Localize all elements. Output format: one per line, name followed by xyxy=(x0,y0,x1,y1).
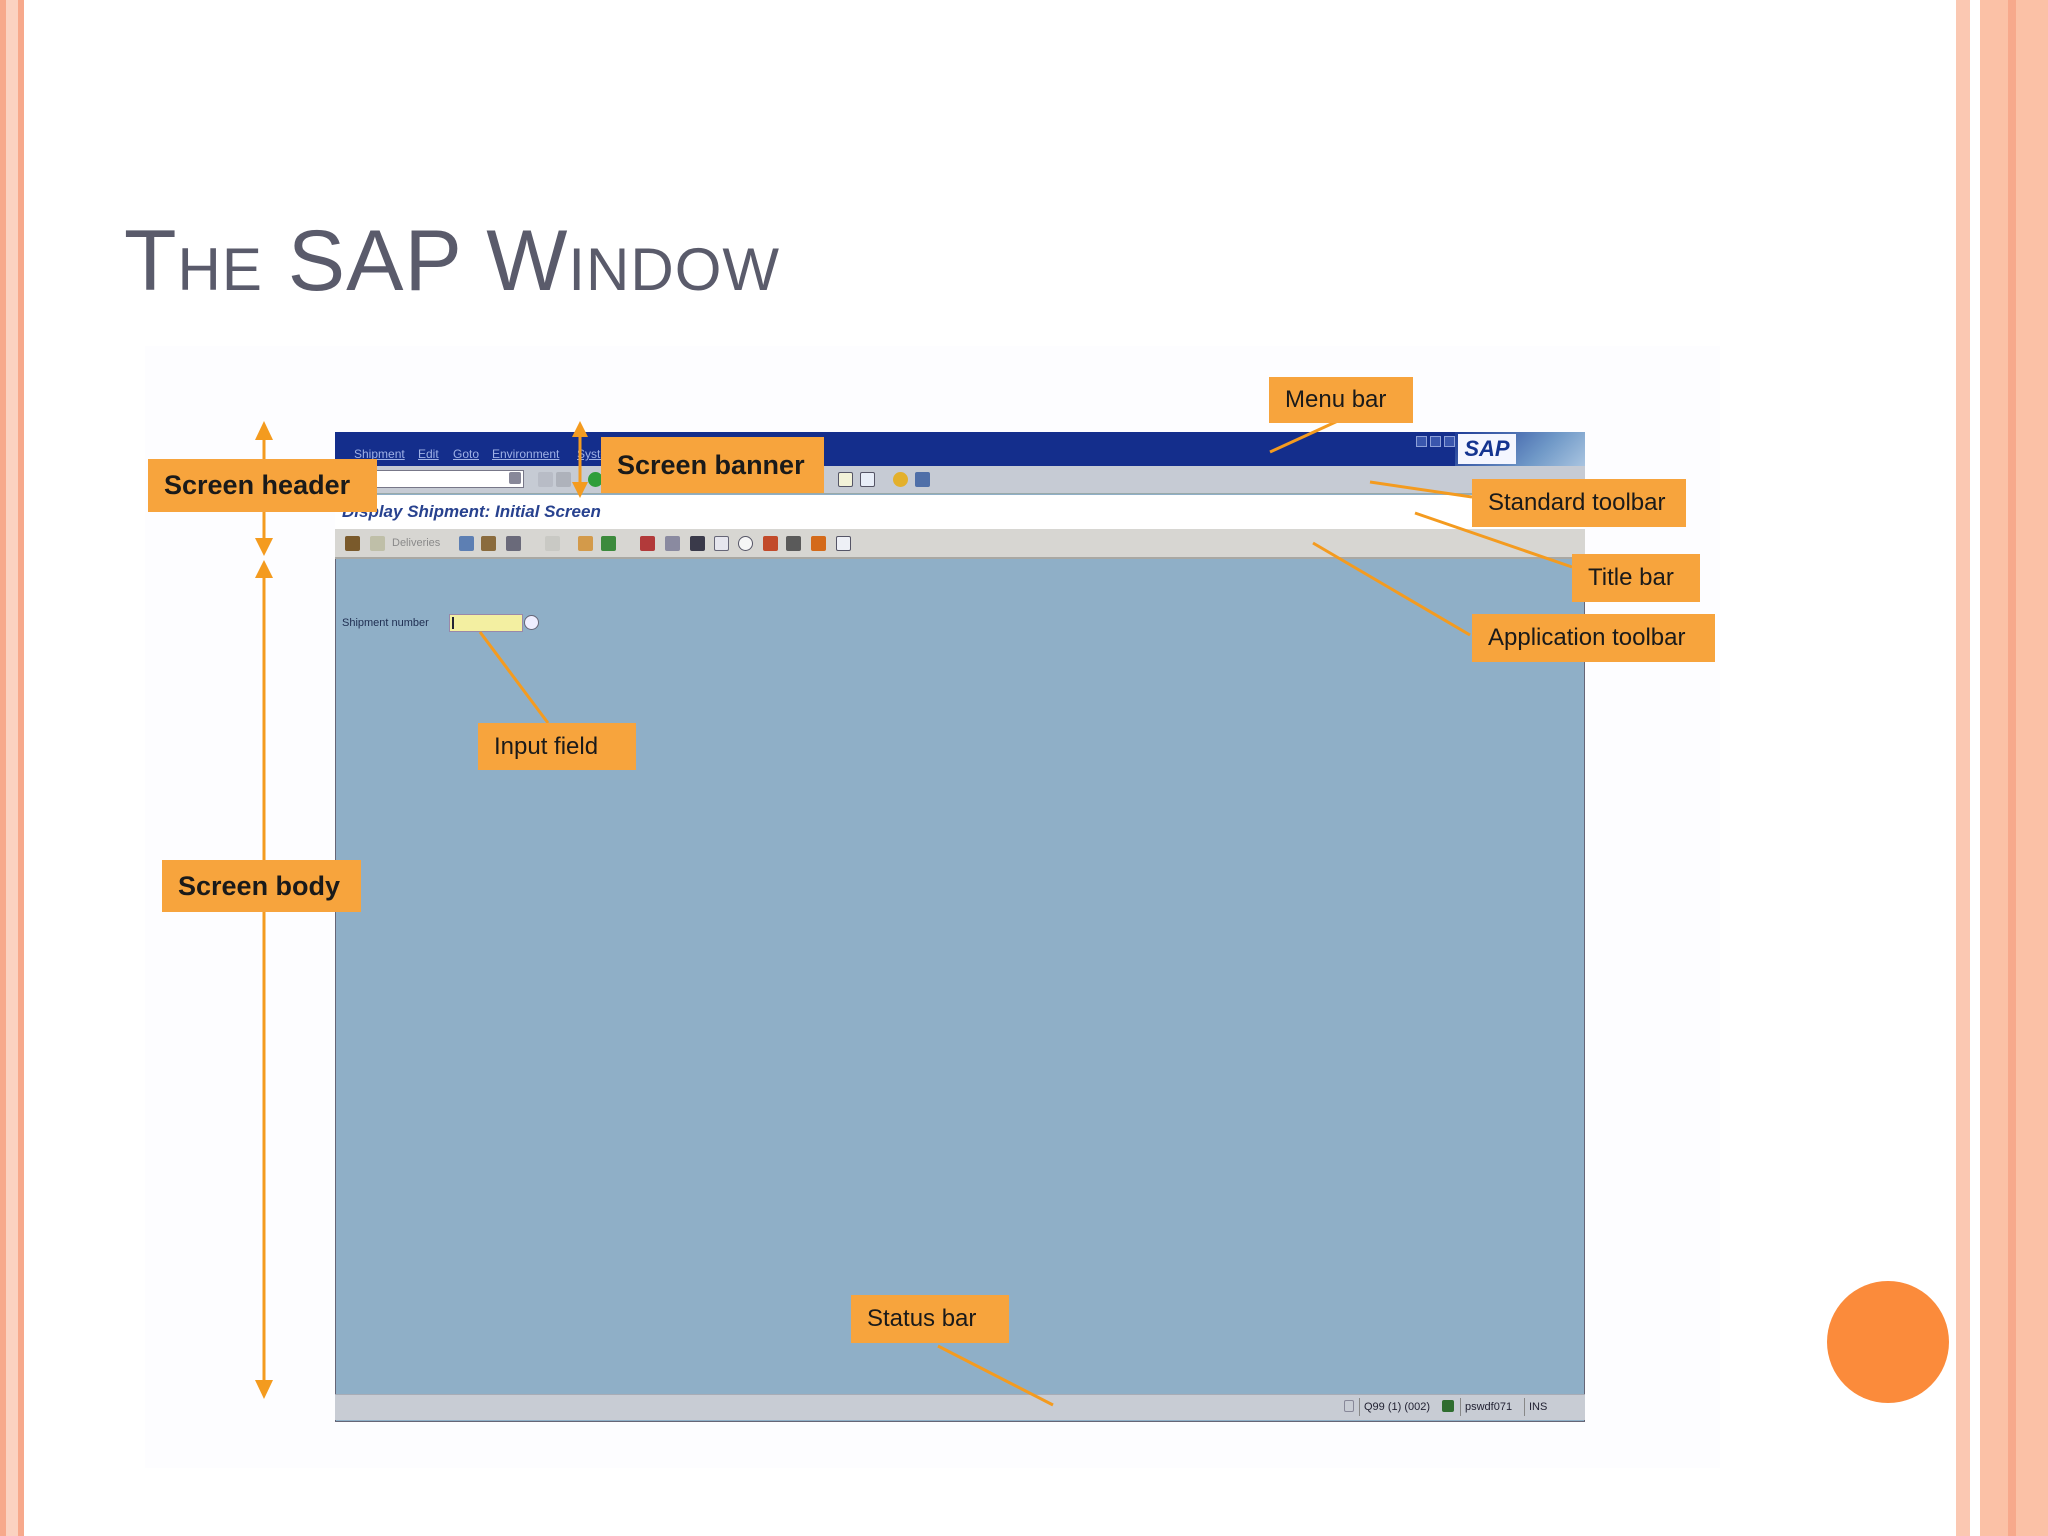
menu-item-shipment[interactable]: Shipment xyxy=(354,447,405,461)
callout-screen-header: Screen header xyxy=(148,459,377,512)
status-system: Q99 (1) (002) xyxy=(1359,1398,1449,1416)
sap-window xyxy=(335,432,1585,1422)
truck-icon[interactable] xyxy=(786,536,801,551)
screen-title: Display Shipment: Initial Screen xyxy=(342,502,601,521)
enter-icon[interactable] xyxy=(588,472,603,487)
delete-icon[interactable] xyxy=(545,536,560,551)
callout-status-bar: Status bar xyxy=(851,1295,1009,1343)
callout-title-bar: Title bar xyxy=(1572,554,1700,602)
save-icon[interactable] xyxy=(556,472,571,487)
status-server: pswdf071 xyxy=(1460,1398,1524,1416)
command-dropdown-icon[interactable] xyxy=(509,472,521,484)
deliveries-icon[interactable] xyxy=(370,536,385,551)
back-arrow-icon[interactable] xyxy=(538,472,553,487)
output-icon[interactable] xyxy=(640,536,655,551)
maximize-icon[interactable] xyxy=(1430,436,1441,447)
shortcut-icon[interactable] xyxy=(860,472,875,487)
menu-item-edit[interactable]: Edit xyxy=(418,447,439,461)
callout-menu-bar: Menu bar xyxy=(1269,377,1413,423)
search-help-icon[interactable] xyxy=(524,615,539,630)
partner-icon[interactable] xyxy=(459,536,474,551)
accent-dot xyxy=(1827,1281,1949,1403)
menu-item-environment[interactable]: Environment xyxy=(492,447,560,461)
callout-screen-body: Screen body xyxy=(162,860,361,912)
left-border-inner xyxy=(6,0,18,1536)
cost-icon[interactable] xyxy=(811,536,826,551)
overview-icon[interactable] xyxy=(345,536,360,551)
flag-icon[interactable] xyxy=(763,536,778,551)
shipment-number-input[interactable] xyxy=(449,614,523,632)
expand-status-icon[interactable] xyxy=(1344,1400,1354,1412)
document-icon[interactable] xyxy=(714,536,729,551)
shipment-number-label: Shipment number xyxy=(342,617,429,629)
deadlines-icon[interactable] xyxy=(665,536,680,551)
deliveries-button[interactable]: Deliveries xyxy=(392,537,441,549)
status-indicator-icon xyxy=(1442,1400,1454,1412)
text-icon[interactable] xyxy=(578,536,593,551)
find-icon[interactable] xyxy=(690,536,705,551)
slide-title: The SAP Window xyxy=(124,213,781,309)
right-border-stripe xyxy=(1956,0,1970,1536)
sap-logo: SAP xyxy=(1458,434,1516,464)
callout-application-toolbar: Application toolbar xyxy=(1472,614,1715,662)
layout-menu-icon[interactable] xyxy=(915,472,930,487)
callout-input-field: Input field xyxy=(478,723,636,770)
close-icon[interactable] xyxy=(1444,436,1455,447)
menu-item-goto[interactable]: Goto xyxy=(453,447,480,461)
text-cursor xyxy=(452,617,454,629)
clock-icon[interactable] xyxy=(738,536,753,551)
transport-icon[interactable] xyxy=(481,536,496,551)
sap-menu-bar xyxy=(335,432,1585,466)
callout-screen-banner: Screen banner xyxy=(601,437,824,493)
status-mode: INS xyxy=(1524,1398,1556,1416)
help-icon[interactable] xyxy=(893,472,908,487)
application-toolbar xyxy=(335,529,1585,559)
minimize-icon[interactable] xyxy=(1416,436,1427,447)
stages-icon[interactable] xyxy=(506,536,521,551)
status-icon[interactable] xyxy=(601,536,616,551)
callout-standard-toolbar: Standard toolbar xyxy=(1472,479,1686,527)
info-icon[interactable] xyxy=(836,536,851,551)
right-border-line xyxy=(2008,0,2016,1536)
sap-title-bar xyxy=(335,495,1585,529)
right-border-gap xyxy=(1970,0,1980,1536)
new-session-icon[interactable] xyxy=(838,472,853,487)
